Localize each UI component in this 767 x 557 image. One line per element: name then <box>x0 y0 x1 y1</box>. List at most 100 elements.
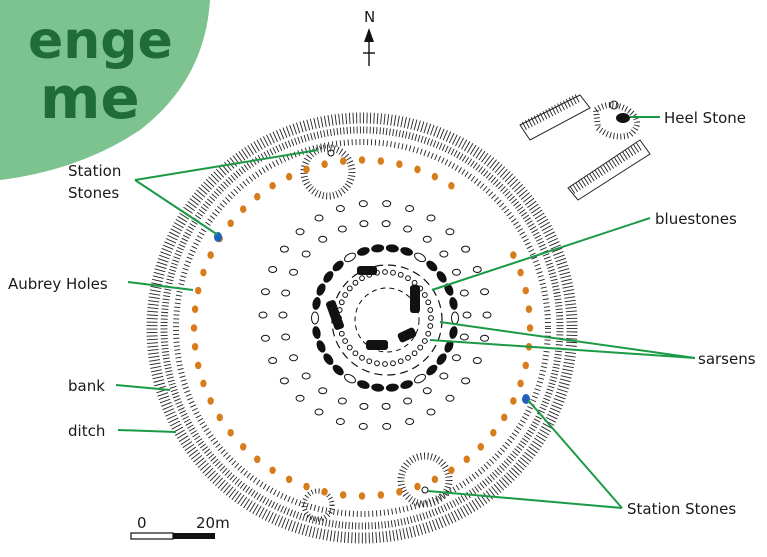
stone-hole <box>459 333 469 341</box>
scale-start: 0 <box>137 514 147 532</box>
stone-hole <box>439 250 449 258</box>
leader-lines <box>115 116 696 509</box>
stone-hole <box>462 311 472 319</box>
bluestone <box>421 292 428 298</box>
bluestone <box>342 338 349 344</box>
aubrey-hole <box>190 324 198 332</box>
station-stone-n <box>327 149 335 157</box>
aubrey-hole <box>525 305 533 313</box>
stone-hole <box>426 214 436 222</box>
aubrey-hole <box>303 482 310 491</box>
aubrey-hole <box>269 466 276 475</box>
aubrey-hole <box>431 172 439 181</box>
aubrey-hole <box>414 165 421 174</box>
outer-stone-holes <box>258 200 492 430</box>
sarsen-stone <box>426 364 438 376</box>
label-ditch: ditch <box>68 422 105 440</box>
bluestone <box>359 275 365 282</box>
stone-hole <box>337 225 347 233</box>
aubrey-hole <box>517 379 524 388</box>
title-line-2: me <box>40 64 140 132</box>
aubrey-hole <box>448 181 455 190</box>
aubrey-hole <box>269 181 276 190</box>
aubrey-hole <box>477 442 484 451</box>
aubrey-hole <box>195 286 202 295</box>
stone-hole <box>422 235 432 243</box>
sarsen-stone <box>436 353 447 365</box>
aubrey-hole <box>431 475 439 484</box>
label-heel-stone: Heel Stone <box>664 109 746 127</box>
sarsen-stone <box>371 383 385 392</box>
aubrey-hole <box>227 219 234 228</box>
bluestone <box>411 350 418 357</box>
label-station-stones-upper-2: Stones <box>68 184 119 202</box>
aubrey-hole <box>227 428 234 437</box>
aubrey-holes <box>190 156 534 500</box>
stone-hole <box>279 377 289 385</box>
label-station-stones-lower: Station Stones <box>627 500 736 518</box>
label-bluestones: bluestones <box>655 210 737 228</box>
sarsen-stone <box>436 271 447 283</box>
sarsen-stone <box>357 380 370 389</box>
sarsen-stone <box>312 326 321 339</box>
sarsen-stone <box>400 380 413 389</box>
barrow-south <box>301 452 453 522</box>
stone-hole <box>301 250 311 258</box>
aubrey-hole <box>522 286 529 295</box>
stone-hole <box>439 372 449 380</box>
stone-hole <box>301 372 311 380</box>
stone-hole <box>459 289 469 297</box>
stone-hole <box>358 200 368 208</box>
station-stones <box>214 149 530 494</box>
aubrey-hole <box>200 379 207 388</box>
avenue <box>519 94 651 201</box>
stone-hole <box>359 220 369 228</box>
sarsen-stone <box>444 283 454 296</box>
sarsen-stone <box>357 247 370 256</box>
stone-hole <box>318 387 328 395</box>
stone-hole <box>281 289 291 297</box>
title-line-1: enge <box>28 11 173 71</box>
aubrey-hole <box>414 482 421 491</box>
ditch-ring <box>146 112 578 544</box>
sarsen-stone <box>323 271 334 283</box>
bluestone <box>382 269 388 275</box>
aubrey-hole <box>358 156 366 164</box>
aubrey-hole <box>321 487 328 496</box>
aubrey-hole <box>448 466 455 475</box>
stone-hole <box>405 204 415 212</box>
sarsen-circle <box>311 244 459 392</box>
label-station-stones-upper-1: Station <box>68 162 121 180</box>
stone-hole <box>289 268 299 276</box>
aubrey-hole <box>240 442 247 451</box>
bluestone <box>352 279 359 286</box>
north-label: N <box>364 8 375 26</box>
stone-hole <box>445 228 455 236</box>
sarsen-stone <box>332 364 344 376</box>
stone-hole <box>268 357 278 365</box>
stone-hole <box>482 311 492 319</box>
sarsen-stone <box>323 353 334 365</box>
bluestone <box>352 350 359 357</box>
aubrey-hole <box>490 428 497 437</box>
stone-hole <box>403 397 413 405</box>
label-bank: bank <box>68 377 105 395</box>
label-aubrey-holes: Aubrey Holes <box>8 275 108 293</box>
sarsen-stone <box>414 373 426 384</box>
stone-hole <box>279 245 289 253</box>
sarsen-stone <box>385 383 399 392</box>
stone-hole <box>289 354 299 362</box>
title-blob <box>0 0 210 180</box>
aubrey-hole <box>463 455 470 464</box>
aubrey-hole <box>396 160 403 169</box>
aubrey-hole <box>377 491 385 499</box>
stone-hole <box>314 408 324 416</box>
bluestone <box>366 358 373 365</box>
aubrey-hole <box>207 251 214 259</box>
stone-hole <box>405 418 415 426</box>
aubrey-hole <box>377 157 385 165</box>
station-stone-se <box>522 394 530 404</box>
inner-horseshoe <box>326 264 443 376</box>
bluestone <box>397 271 404 278</box>
